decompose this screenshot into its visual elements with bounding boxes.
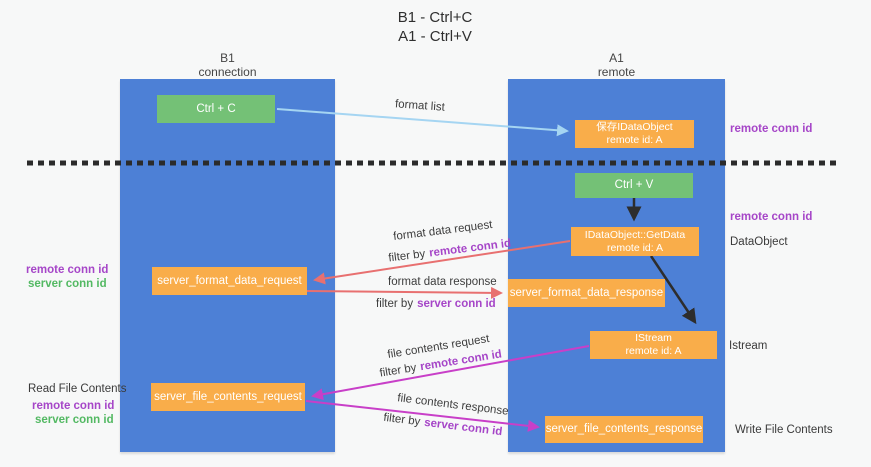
annotation-format-data-response: format data response xyxy=(388,276,497,288)
lane-a1-subtitle: remote xyxy=(597,65,636,79)
title-line-2: A1 - Ctrl+V xyxy=(398,28,472,45)
diagram-title: B1 - Ctrl+C A1 - Ctrl+V xyxy=(330,8,540,46)
ctrl-v-label: Ctrl + V xyxy=(614,179,654,191)
lane-a1-name: A1 xyxy=(609,51,624,65)
remote-conn-id-highlight-1: remote conn id xyxy=(428,237,512,260)
title-line-1: B1 - Ctrl+C xyxy=(397,9,473,26)
side-label-dataobject: DataObject xyxy=(730,236,788,248)
lane-b1-subtitle: connection xyxy=(198,65,257,79)
side-label-left-server-conn-id-2: server conn id xyxy=(35,414,114,426)
save-dataobject-line1: 保存IDataObject xyxy=(596,121,673,133)
getdata-line1: IDataObject::GetData xyxy=(584,228,686,241)
lane-header-b1: B1 connection xyxy=(160,51,295,79)
server-format-data-request-label: server_format_data_request xyxy=(157,274,302,287)
filter-by-text-3: filter by xyxy=(378,361,418,380)
side-label-read-file-contents: Read File Contents xyxy=(28,383,127,395)
server-format-data-request-node: server_format_data_request xyxy=(152,267,307,295)
side-label-left-remote-conn-id-2: remote conn id xyxy=(32,400,115,412)
filter-by-text-2: filter by xyxy=(376,298,414,310)
server-format-data-response-label: server_format_data_response xyxy=(509,286,664,299)
istream-node: IStream remote id: A xyxy=(590,331,717,359)
side-label-istream: Istream xyxy=(729,340,768,352)
server-conn-id-highlight-2: server conn id xyxy=(423,416,503,439)
format-data-response-arrow xyxy=(306,286,503,299)
server-file-contents-request-label: server_file_contents_request xyxy=(154,390,302,403)
getdata-line2: remote id: A xyxy=(606,241,664,254)
istream-line2: remote id: A xyxy=(625,345,682,357)
lane-header-a1: A1 remote xyxy=(549,51,684,79)
side-label-remote-conn-id-top: remote conn id xyxy=(730,123,813,135)
save-dataobject-node: 保存IDataObject remote id: A xyxy=(575,120,694,148)
save-dataobject-line2: remote id: A xyxy=(606,134,663,146)
server-file-contents-response-label: server_file_contents_response xyxy=(545,423,703,435)
annotation-format-list: format list xyxy=(394,98,446,114)
annotation-file-contents-response: file contents response xyxy=(396,392,510,418)
ctrl-c-label: Ctrl + C xyxy=(196,102,236,115)
annotation-format-data-request: format data request xyxy=(392,218,494,244)
getdata-node: IDataObject::GetData remote id: A xyxy=(571,227,699,256)
server-file-contents-response-node: server_file_contents_response xyxy=(545,416,703,443)
lane-b1-name: B1 xyxy=(220,51,235,65)
side-label-left-remote-conn-id-1: remote conn id xyxy=(26,264,109,276)
side-label-left-server-conn-id-1: server conn id xyxy=(28,278,107,290)
istream-line1: IStream xyxy=(635,332,672,344)
ctrl-c-node: Ctrl + C xyxy=(157,95,275,123)
server-format-data-response-node: server_format_data_response xyxy=(508,279,665,307)
side-label-remote-conn-id-mid: remote conn id xyxy=(730,211,813,223)
filter-by-text-1: filter by xyxy=(387,248,426,265)
server-conn-id-highlight-1: server conn id xyxy=(417,298,496,310)
filter-by-text-4: filter by xyxy=(382,411,421,429)
server-file-contents-request-node: server_file_contents_request xyxy=(151,383,305,411)
side-label-write-file-contents: Write File Contents xyxy=(735,424,833,436)
ctrl-v-node: Ctrl + V xyxy=(575,173,693,198)
